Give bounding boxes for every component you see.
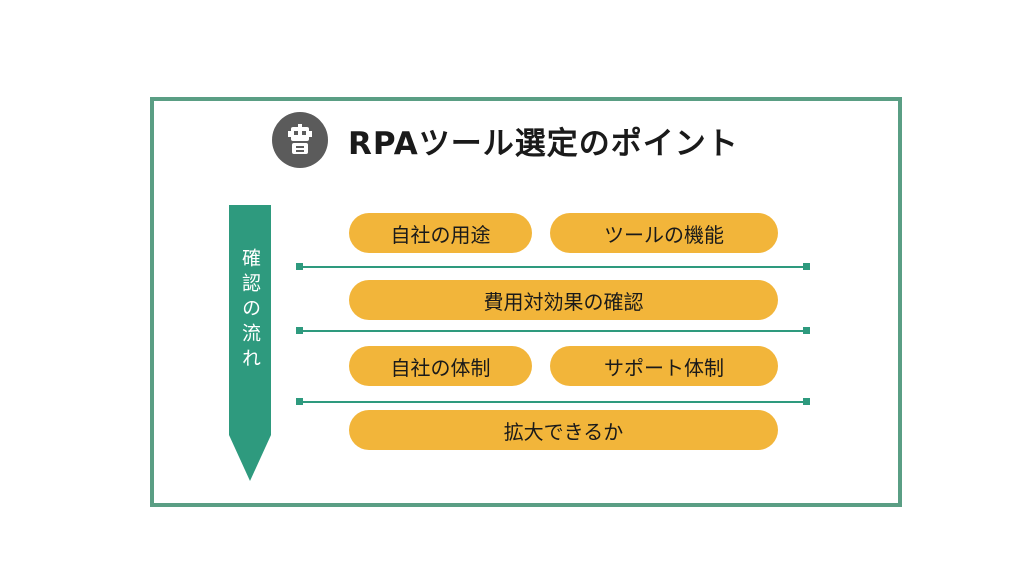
flow-arrow bbox=[229, 205, 271, 481]
page-title: RPAツール選定のポイント bbox=[348, 125, 739, 162]
separator-2-start bbox=[296, 327, 303, 334]
pill-scalability: 拡大できるか bbox=[349, 410, 778, 450]
pill-own-use: 自社の用途 bbox=[349, 213, 532, 253]
title-row: RPAツール選定のポイント bbox=[272, 112, 739, 168]
separator-3-end bbox=[803, 398, 810, 405]
separator-2 bbox=[300, 330, 806, 332]
separator-3 bbox=[300, 401, 806, 403]
separator-1-start bbox=[296, 263, 303, 270]
robot-icon bbox=[272, 112, 328, 168]
separator-1-end bbox=[803, 263, 810, 270]
separator-1 bbox=[300, 266, 806, 268]
pill-own-structure: 自社の体制 bbox=[349, 346, 532, 386]
separator-2-end bbox=[803, 327, 810, 334]
separator-3-start bbox=[296, 398, 303, 405]
pill-tool-function: ツールの機能 bbox=[550, 213, 778, 253]
pill-support-structure: サポート体制 bbox=[550, 346, 778, 386]
flow-label: 確認の流れ bbox=[239, 248, 261, 373]
pill-cost-effectiveness: 費用対効果の確認 bbox=[349, 280, 778, 320]
